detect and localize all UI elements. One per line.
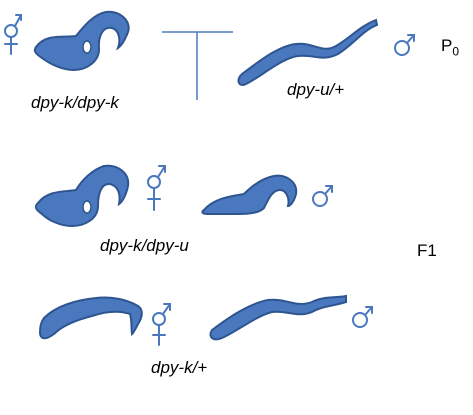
genotype-label-p0-left: dpy-k/dpy-k xyxy=(31,93,119,112)
male-symbol-icon xyxy=(312,185,333,207)
cross-symbol-icon xyxy=(162,31,233,100)
hermaphrodite-symbol-icon xyxy=(147,165,166,211)
generation-letter: P xyxy=(441,36,453,55)
genotype-label-f1-top: dpy-k/dpy-u xyxy=(100,236,189,255)
male-symbol-icon xyxy=(394,34,415,56)
dumpy-worm-icon xyxy=(33,10,130,72)
dumpy-worm-icon xyxy=(38,296,143,340)
genotype-label-p0-right: dpy-u/+ xyxy=(287,80,345,99)
generation-label-p0: P0 xyxy=(441,36,459,58)
hermaphrodite-symbol-icon xyxy=(152,303,171,346)
dumpy-worm-icon xyxy=(201,174,298,215)
dumpy-worm-icon xyxy=(34,164,130,228)
genotype-label-f1-bottom: dpy-k/+ xyxy=(151,358,208,377)
wild-type-worm-icon xyxy=(209,294,347,341)
wild-type-worm-icon xyxy=(237,18,379,86)
male-symbol-icon xyxy=(352,306,373,328)
generation-label-f1: F1 xyxy=(417,241,437,260)
hermaphrodite-symbol-icon xyxy=(4,14,22,55)
generation-subscript: 0 xyxy=(452,44,460,59)
